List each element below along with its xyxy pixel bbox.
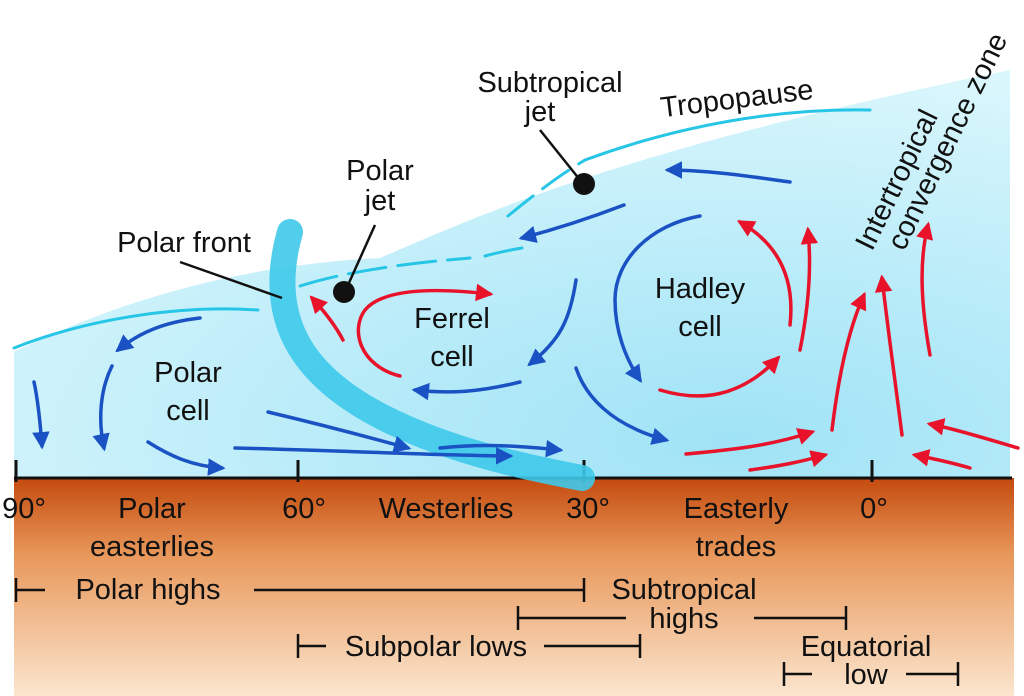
latitude-30-label: 30°	[566, 493, 610, 525]
westerlies-label: Westerlies	[379, 493, 514, 525]
atmosphere-region	[14, 70, 1010, 480]
westerlies-arrow-1	[266, 410, 412, 453]
upper-return-arrow-1	[518, 203, 626, 243]
pressure-bars	[14, 578, 960, 686]
tropopause-line	[12, 108, 872, 350]
westerlies-arrow-3	[438, 439, 564, 458]
trade-in-arrow-3	[926, 418, 1020, 450]
ferrel-loop-arrow-1	[356, 283, 494, 378]
polar-front-band	[269, 219, 595, 491]
ferrel-descend-arrow	[527, 278, 578, 367]
itcz-rise-arrow-3	[874, 274, 904, 437]
polar-descend-arrow-1	[32, 380, 50, 450]
ferrel-cell-label-line1: Ferrel	[414, 303, 490, 335]
polar-front-leader	[179, 260, 283, 300]
ferrel-bottom-arrow	[411, 380, 522, 401]
upper-return-arrow-2	[664, 161, 792, 184]
subtropical-jet-label-line1: Subtropical	[477, 67, 622, 99]
polar-easterlies-label-line1: Polar	[118, 493, 186, 525]
hadley-cell-label-line2: cell	[678, 311, 722, 343]
polar-cell-label-line1: Polar	[154, 357, 222, 389]
latitude-60-label: 60°	[282, 493, 326, 525]
hadley-left-arrow	[613, 214, 702, 383]
trade-in-arrow-4	[911, 449, 972, 470]
subtropical-highs-label-line1: Subtropical	[611, 574, 756, 606]
latitude-90-label: 90°	[2, 493, 46, 525]
equatorial-low-label-line2: low	[844, 659, 889, 691]
hadley-cell-label-line1: Hadley	[655, 273, 746, 305]
polar-front-rise-arrow	[309, 295, 345, 342]
polar-cell-label-line2: cell	[166, 395, 210, 427]
cold-air-arrows	[32, 161, 792, 476]
polar-top-arrow	[115, 316, 202, 353]
equatorial-low-label-line1: Equatorial	[801, 631, 932, 663]
latitude-0-label: 0°	[860, 493, 888, 525]
itcz-rise-arrow-2	[830, 291, 867, 432]
polar-jet-leader	[346, 224, 377, 286]
subtropical-highs-label-line2: highs	[649, 603, 718, 635]
polar-jet-label-line2: jet	[364, 185, 396, 217]
subtropical-jet-label-line2: jet	[524, 96, 556, 128]
ground-surface	[14, 478, 1014, 696]
easterly-trades-label-line1: Easterly	[684, 493, 789, 525]
subtropical-jet-leader	[539, 129, 581, 181]
polar-jet-label-line1: Polar	[346, 155, 414, 187]
polar-surface-arrow	[146, 440, 226, 476]
trade-in-arrow-2	[748, 450, 829, 472]
itcz-rise-arrow-4	[916, 221, 934, 357]
trades-descend-arrow	[574, 366, 670, 445]
subpolar-lows-label: Subpolar lows	[345, 631, 527, 663]
polar-front-label: Polar front	[117, 227, 251, 259]
tropopause-label: Tropopause	[659, 74, 815, 124]
polar-highs-label: Polar highs	[75, 574, 220, 606]
easterly-trades-label-line2: trades	[696, 531, 777, 563]
leader-lines	[179, 129, 581, 300]
polar-return-arrow	[92, 364, 114, 452]
trade-in-arrow-1	[684, 428, 816, 456]
ferrel-cell-label-line2: cell	[430, 341, 474, 373]
itcz-rise-arrow-1	[798, 226, 819, 352]
westerlies-arrow-2	[233, 446, 514, 465]
polar-easterlies-label-line2: easterlies	[90, 531, 214, 563]
polar-jet-marker	[333, 281, 355, 303]
hadley-bottom-arrow	[658, 355, 781, 398]
warm-air-arrows	[309, 220, 1020, 472]
hadley-rise-arrow	[736, 220, 793, 327]
